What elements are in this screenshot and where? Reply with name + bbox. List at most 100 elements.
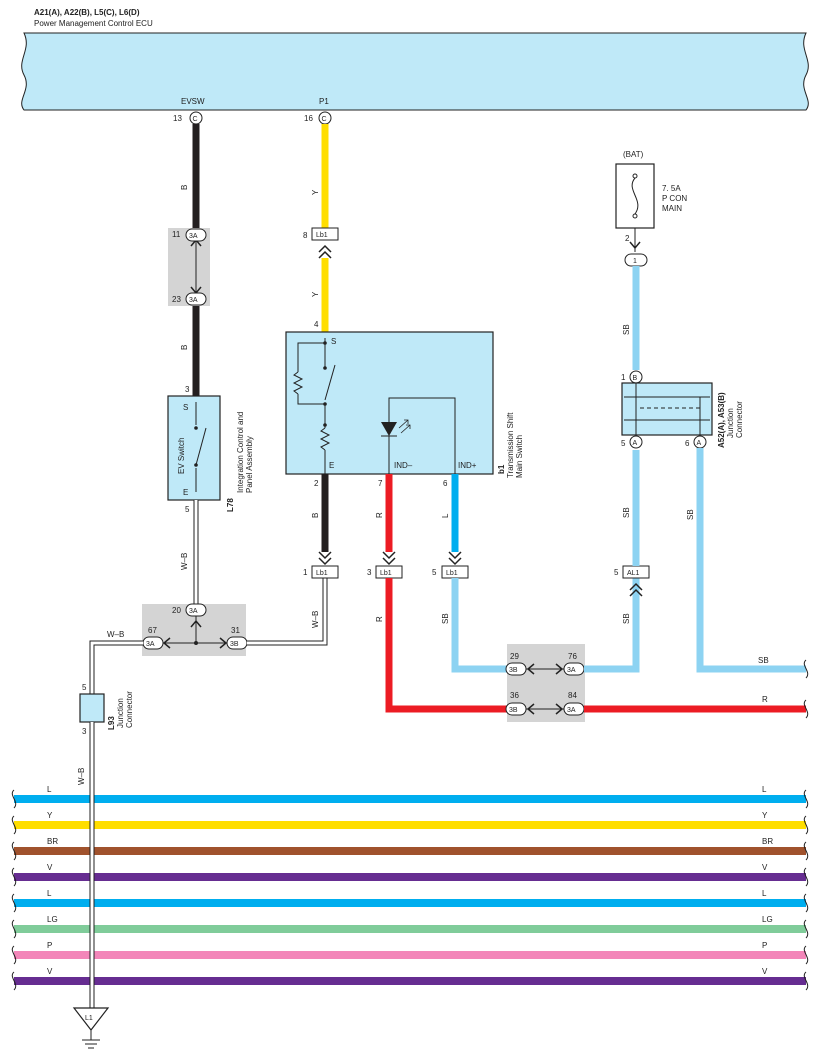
lb1-1-pin: 1 [303, 568, 308, 577]
shift-bypass-top [297, 342, 325, 372]
pin-67: 67 [148, 626, 157, 635]
break-mark-sb [803, 659, 809, 679]
bus-label-right-6: P [762, 941, 767, 950]
shift-term-e: E [329, 461, 334, 470]
connector-group-3a-upper [168, 228, 210, 306]
shift-term-ind-minus: IND– [394, 461, 413, 470]
connector-al1-label: AL1 [627, 570, 640, 577]
wire-label-sb-2: SB [622, 613, 631, 624]
wire-wb-right-outer [247, 578, 328, 646]
wire-label-wb-3: W–B [311, 611, 320, 628]
connector-3a-23-label: 3A [189, 297, 198, 304]
bus-break-right-2 [803, 841, 809, 861]
shift-resistor-2 [319, 427, 331, 451]
splice-node [194, 641, 198, 645]
bus-break-right-7 [803, 971, 809, 991]
bus-label-left-7: V [47, 967, 53, 976]
connector-3a-20-label: 3A [189, 608, 198, 615]
ecu-name: Power Management Control ECU [34, 19, 153, 28]
ecu-terminal-13-letter: C [193, 116, 198, 123]
wire-label-b-2: B [180, 345, 189, 350]
bus-break-right-5 [803, 919, 809, 939]
bus-label-right-2: BR [762, 837, 773, 846]
shift-term-s: S [331, 337, 336, 346]
bus-break-left-6 [11, 945, 17, 965]
bus-label-left-4: L [47, 889, 52, 898]
fuse-connector-label: 1 [633, 258, 637, 265]
connector-3b-36-label: 3B [509, 707, 518, 714]
wire-sb-1 [451, 578, 507, 673]
shift-node-4 [323, 423, 327, 427]
wire-label-wb-4: W–B [77, 768, 86, 785]
ev-switch-term-s: S [183, 403, 188, 412]
bus-label-right-0: L [762, 785, 767, 794]
bus-break-right-3 [803, 867, 809, 887]
shift-pin-s: 4 [314, 320, 319, 329]
pin-20: 20 [172, 606, 181, 615]
shift-switch-lever [324, 364, 336, 401]
bus-label-left-1: Y [47, 811, 53, 820]
ground-triangle [72, 1007, 110, 1031]
a52-pin-top: 1 [621, 373, 626, 382]
l93-pin-top: 5 [82, 683, 87, 692]
l93-pin-bot: 3 [82, 727, 87, 736]
bus-label-left-0: L [47, 785, 52, 794]
ecu-pin-signal-p1: P1 [319, 97, 329, 106]
bus-label-left-5: LG [47, 915, 58, 924]
connector-lb1-8 [311, 227, 339, 241]
arrow-up-20 [190, 619, 202, 628]
shift-bypass-bottom [297, 394, 325, 405]
bus-label-right-5: LG [762, 915, 773, 924]
connector-3a-76-label: 3A [567, 667, 576, 674]
fuse-arrow-down [629, 241, 641, 250]
bus-label-right-4: L [762, 889, 767, 898]
shift-switch-desc1: Transmission Shift [506, 412, 515, 478]
l93-desc1: Junction [116, 698, 125, 728]
wire-r-2 [385, 578, 507, 713]
bus-break-left-0 [11, 789, 17, 809]
fuse-supply: (BAT) [623, 150, 644, 159]
ev-switch-pin-s: 3 [185, 385, 190, 394]
led-light-arrows-icon [398, 419, 411, 434]
ev-switch-code: L78 [226, 498, 235, 512]
a52-terminal-l-label: A [633, 440, 638, 447]
a52-pin-l: 5 [621, 439, 626, 448]
connector-3a-84-label: 3A [567, 707, 576, 714]
wire-wb-right-inner [247, 578, 327, 645]
double-arrow-lb1-5 [448, 551, 462, 566]
pin-31: 31 [231, 626, 240, 635]
fuse-element-icon [631, 177, 639, 215]
connector-lb1-5-label: Lb1 [446, 570, 458, 577]
ev-switch-desc1: Integration Control and [236, 412, 245, 493]
bus-break-left-4 [11, 893, 17, 913]
ev-switch-pin-e: 5 [185, 505, 190, 514]
wire-label-wb-1: W–B [180, 553, 189, 570]
wire-sb-5 [696, 448, 806, 673]
arrows-29-76 [526, 663, 564, 675]
ev-switch-node-top [194, 426, 198, 430]
bus-break-right-4 [803, 893, 809, 913]
shift-node-2 [323, 366, 327, 370]
a52-desc2: Connector [735, 401, 744, 438]
connector-lb1-1 [311, 565, 339, 579]
ev-switch-lever [195, 427, 207, 466]
shift-switch-desc2: Main Switch [515, 435, 524, 478]
wire-label-y-2: Y [311, 291, 320, 297]
shift-pin-ind-minus: 7 [378, 479, 383, 488]
wire-label-b-3: B [311, 513, 320, 518]
double-arrow-lb1-1 [318, 551, 332, 566]
connector-3a-11 [185, 228, 207, 242]
pin-29: 29 [510, 652, 519, 661]
ecu-terminal-16-letter: C [322, 116, 327, 123]
a52-terminal-top-label: B [633, 375, 638, 382]
bus-break-left-3 [11, 867, 17, 887]
ground-label: L1 [85, 1015, 93, 1022]
wire-label-sb-5: SB [686, 509, 695, 520]
al1-pin: 5 [614, 568, 619, 577]
junction-l93-box [79, 693, 105, 723]
pin-76: 76 [568, 652, 577, 661]
arrows-36-84 [526, 703, 564, 715]
wire-label-r-1: R [375, 512, 384, 518]
wire-label-r-2: R [375, 616, 384, 622]
